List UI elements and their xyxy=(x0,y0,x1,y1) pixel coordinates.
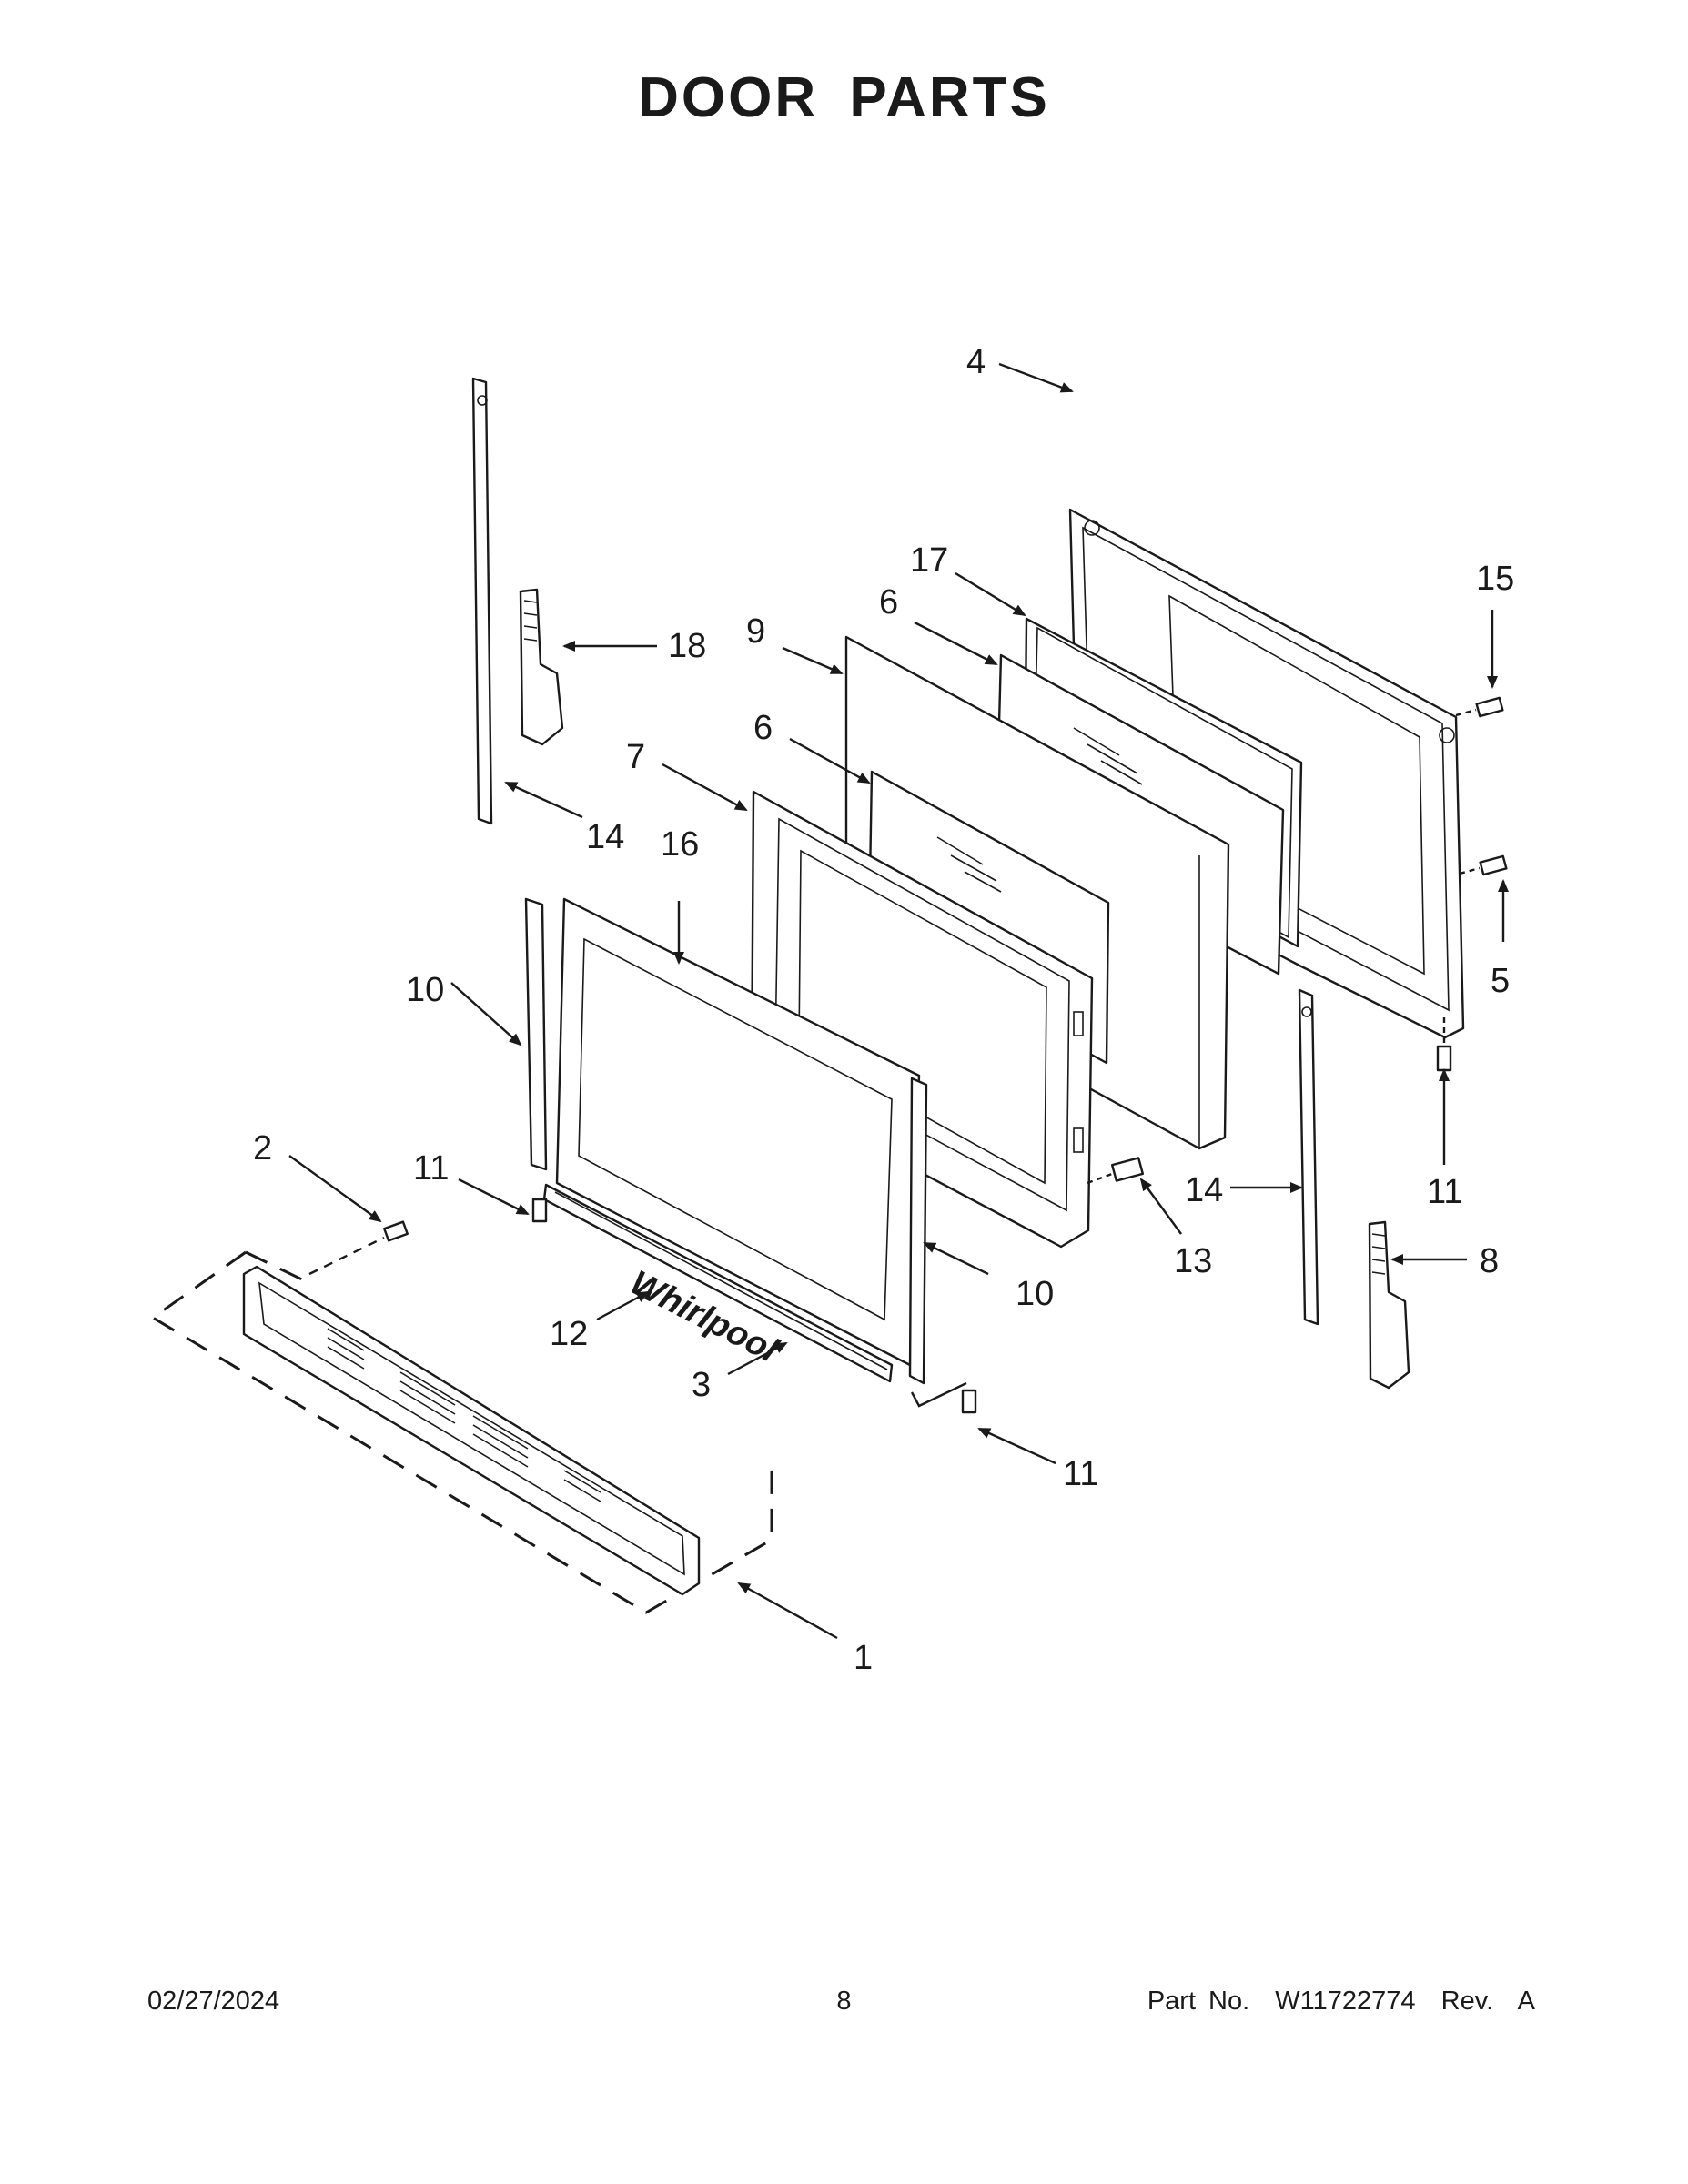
part-10-side-trim-left xyxy=(524,897,548,1171)
part-10-side-trim-right xyxy=(908,1077,928,1385)
part-1-vent-trim xyxy=(150,1250,773,1614)
callout-3: 3 xyxy=(692,1366,711,1404)
callout-11-left: 11 xyxy=(413,1149,449,1188)
footer-date: 02/27/2024 xyxy=(147,1987,280,2016)
callout-4: 4 xyxy=(966,343,986,381)
callout-16: 16 xyxy=(661,825,699,864)
part-2-screw xyxy=(308,1220,409,1276)
part-11-screw-bottom xyxy=(910,1381,977,1414)
callout-10-left: 10 xyxy=(406,971,444,1009)
callout-9: 9 xyxy=(746,612,765,651)
part-8-hinge-right xyxy=(1368,1220,1410,1390)
callout-6-lower: 6 xyxy=(753,709,773,747)
callout-14-left: 14 xyxy=(586,818,624,856)
callout-13: 13 xyxy=(1174,1242,1212,1280)
footer-part-number: Part No. W11722774 Rev. A xyxy=(1147,1987,1535,2016)
callout-18: 18 xyxy=(668,627,706,665)
part-18-hinge-left xyxy=(519,588,564,746)
part-14-hinge-channel-left xyxy=(471,377,493,825)
page-title: DOOR PARTS xyxy=(638,66,1050,129)
part-14-hinge-channel-right xyxy=(1298,988,1319,1326)
callout-5: 5 xyxy=(1491,962,1510,1000)
part-11-screw-left xyxy=(531,1198,548,1223)
callout-10-right: 10 xyxy=(1016,1275,1054,1313)
callout-14-right: 14 xyxy=(1185,1171,1223,1209)
callout-7: 7 xyxy=(626,738,645,776)
callout-2: 2 xyxy=(253,1129,272,1168)
callout-11-right: 11 xyxy=(1427,1173,1462,1211)
part-13-screw xyxy=(1087,1157,1145,1185)
callout-1: 1 xyxy=(854,1639,873,1677)
footer-page-number: 8 xyxy=(836,1987,852,2016)
callout-8: 8 xyxy=(1480,1242,1499,1280)
part-15-screw xyxy=(1455,696,1504,718)
callout-17: 17 xyxy=(910,541,948,580)
callout-leaders xyxy=(288,362,1509,1640)
callout-12: 12 xyxy=(550,1315,588,1353)
callout-11-bottom: 11 xyxy=(1063,1455,1098,1493)
callout-6-upper: 6 xyxy=(879,583,898,622)
part-3-bottom-trim xyxy=(542,1183,894,1383)
part-5-screw xyxy=(1459,854,1508,876)
callout-15: 15 xyxy=(1476,560,1514,598)
